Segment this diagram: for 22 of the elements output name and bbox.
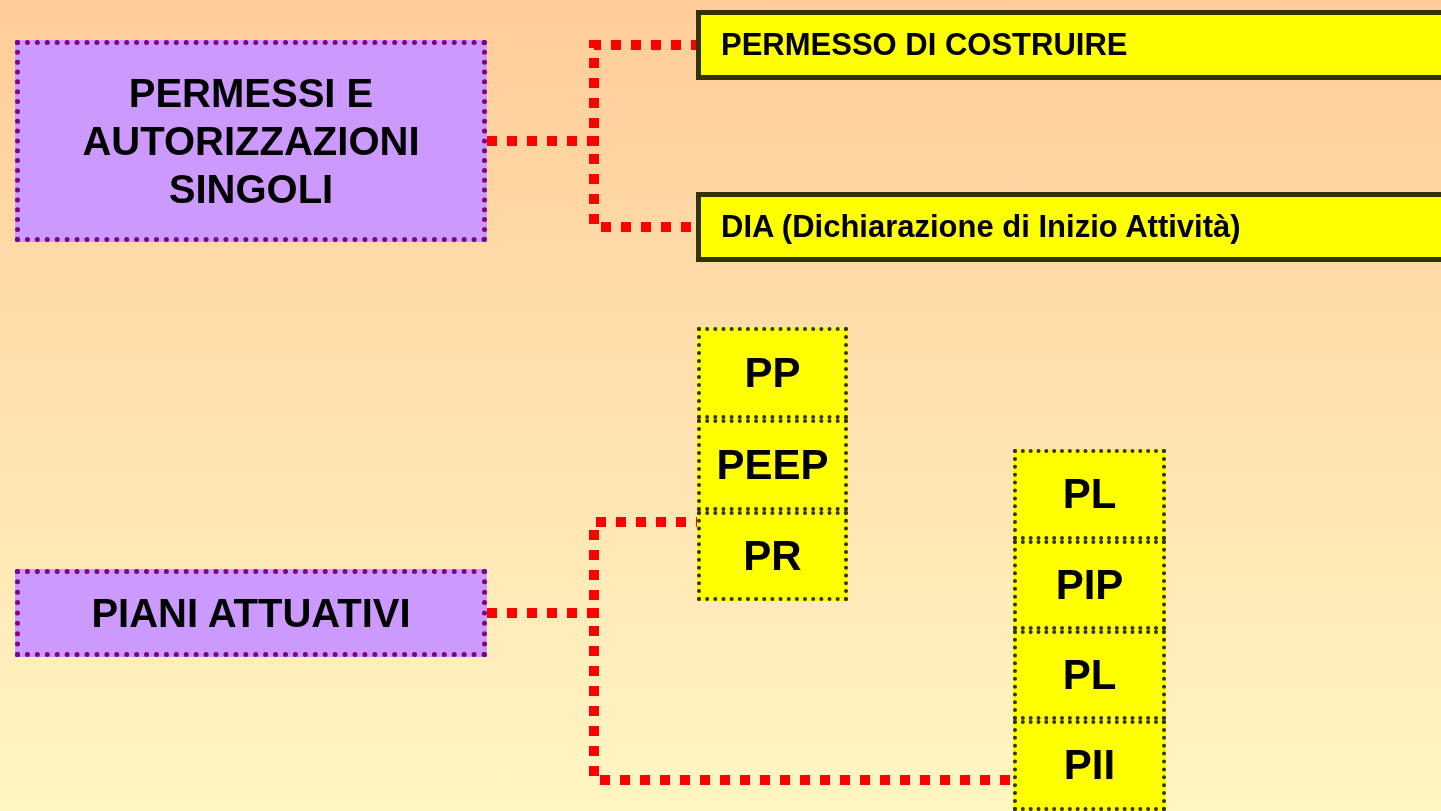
plan-box [1013, 630, 1166, 720]
item-label: PL [1062, 469, 1117, 520]
category-box [15, 40, 487, 242]
plan-box [1013, 720, 1166, 811]
item-label: DIA (Dichiarazione di Inizio Attività) [721, 208, 1241, 246]
item-label: PR [743, 530, 802, 581]
item-box [696, 192, 1441, 262]
plan-box [1013, 449, 1166, 540]
plan-box [697, 511, 848, 601]
item-label: PEEP [716, 439, 829, 490]
category-box [15, 569, 487, 657]
plan-box [1013, 540, 1166, 630]
item-box [696, 10, 1441, 80]
plan-box [697, 419, 848, 511]
category-label: PERMESSI E AUTORIZZAZIONI SINGOLI [81, 70, 421, 213]
plan-box [697, 327, 848, 419]
item-label: PERMESSO DI COSTRUIRE [721, 26, 1128, 64]
item-label: PIP [1055, 559, 1124, 610]
item-label: PL [1062, 649, 1117, 700]
category-label: PIANI ATTUATIVI [91, 590, 411, 637]
item-label: PP [744, 347, 801, 398]
item-label: PII [1063, 740, 1116, 791]
